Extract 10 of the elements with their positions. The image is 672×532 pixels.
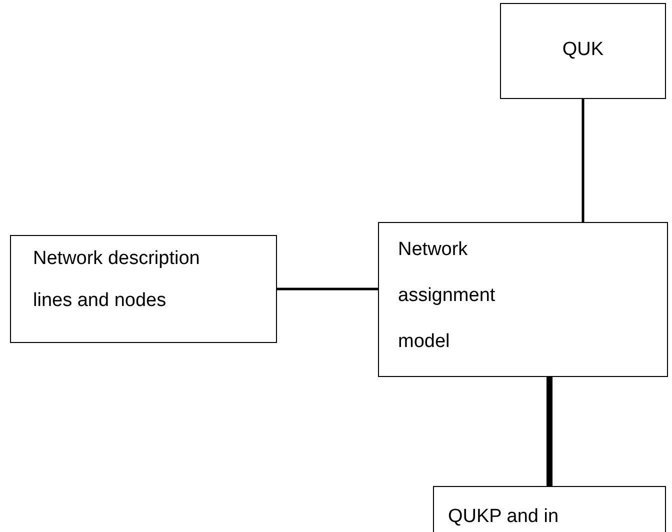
- connector-line: [582, 99, 584, 222]
- connector-line: [277, 288, 378, 290]
- box-label: QUK: [561, 38, 605, 62]
- process-box: [10, 235, 277, 343]
- connector-line: [546, 377, 552, 486]
- box-label: Network description lines and nodes: [33, 247, 201, 313]
- process-box: [378, 222, 668, 377]
- box-label: Network assignment model: [398, 238, 496, 354]
- process-box: [500, 3, 666, 99]
- box-label: QUKP and in: [448, 505, 560, 529]
